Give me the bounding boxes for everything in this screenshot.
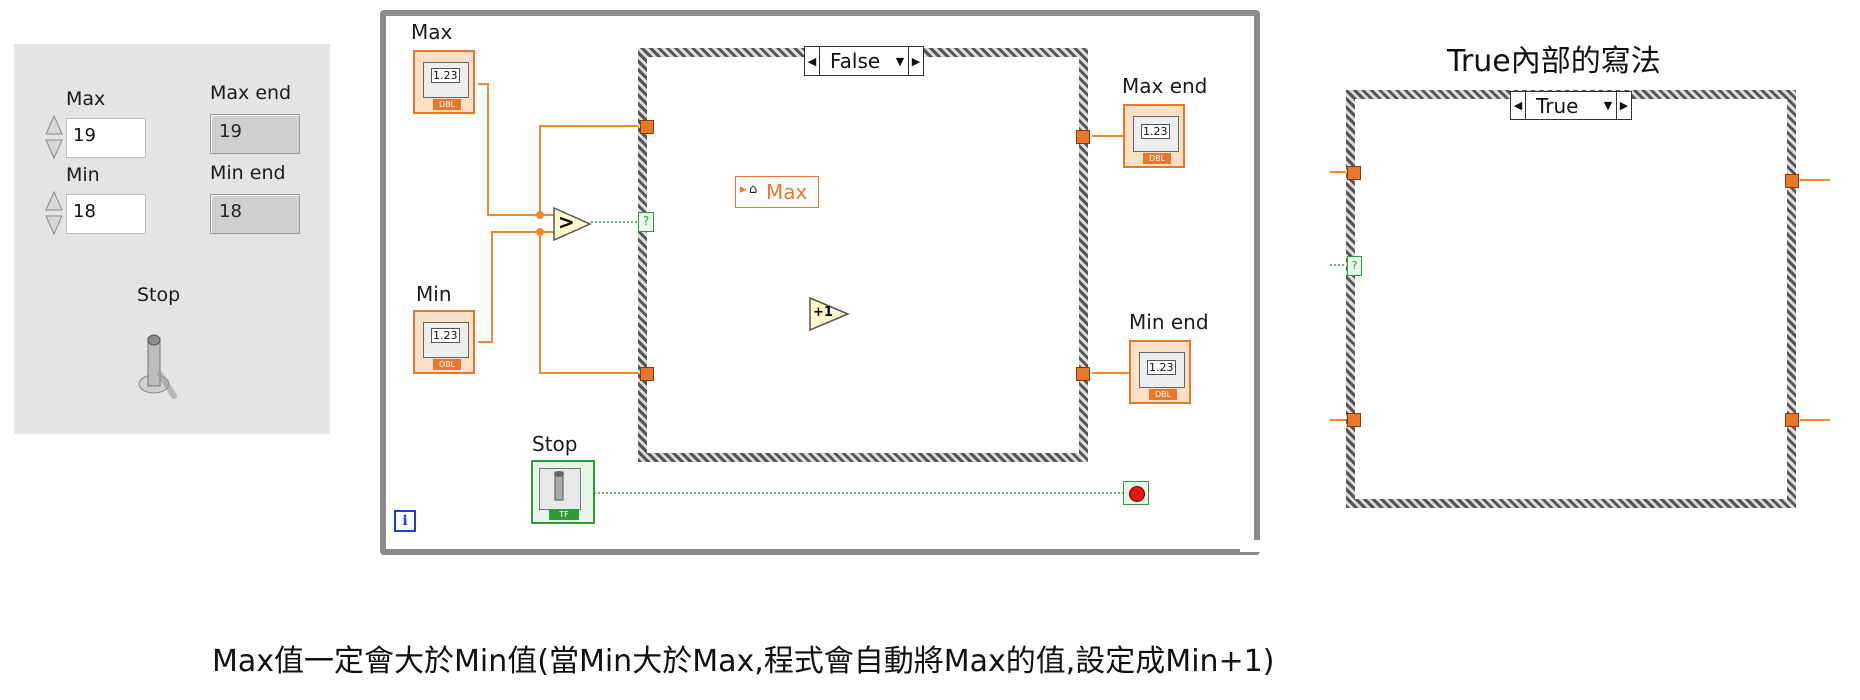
while-loop-corner-gap xyxy=(1240,540,1262,552)
true-tunnel-max-out xyxy=(1785,174,1799,188)
bd-stop-tf-tag: TF xyxy=(549,509,579,520)
max-input[interactable]: 19 xyxy=(66,118,146,158)
increment-node[interactable] xyxy=(808,296,852,332)
tunnel-max-in xyxy=(640,120,654,134)
bd-min-end-numeric-glyph: 1.23 xyxy=(1147,360,1176,375)
true-dropdown-arrow-icon[interactable]: ▼ xyxy=(1603,99,1613,112)
bd-min-label: Min xyxy=(416,282,452,306)
case-structure-true xyxy=(1346,90,1796,508)
min-control-label: Min xyxy=(66,164,100,186)
bd-min-numeric-glyph: 1.23 xyxy=(431,328,460,343)
iteration-terminal[interactable]: i xyxy=(394,510,416,532)
min-end-label: Min end xyxy=(210,162,286,184)
tunnel-max-out xyxy=(1076,130,1090,144)
bd-max-end-numeric-glyph: 1.23 xyxy=(1141,124,1170,139)
bd-stop-label: Stop xyxy=(532,432,578,456)
bd-max-end-terminal[interactable]: 1.23 DBL xyxy=(1123,104,1185,168)
bd-max-dbl-tag: DBL xyxy=(433,99,461,110)
dropdown-arrow-icon[interactable]: ▼ xyxy=(895,54,905,68)
local-variable-max[interactable]: ▸ ⌂ Max xyxy=(735,176,819,208)
bd-max-label: Max xyxy=(411,20,453,44)
bd-max-end-dbl-tag: DBL xyxy=(1143,153,1171,164)
case-selector-terminal[interactable]: ? xyxy=(638,212,654,232)
bd-min-terminal[interactable]: 1.23 DBL xyxy=(413,310,475,374)
tunnel-min-out xyxy=(1076,367,1090,381)
front-panel: Max 19 Min 18 Max end 19 Min end 18 Stop xyxy=(14,44,330,434)
max-control-label: Max xyxy=(66,88,106,110)
true-tunnel-min-in xyxy=(1347,413,1361,427)
bd-max-end-label: Max end xyxy=(1122,74,1208,98)
bd-stop-terminal[interactable]: TF xyxy=(531,460,595,524)
case-selector-label: False xyxy=(830,49,881,73)
increment-symbol: +1 xyxy=(813,305,833,320)
bd-min-end-terminal[interactable]: 1.23 DBL xyxy=(1129,340,1191,404)
bd-max-numeric-glyph: 1.23 xyxy=(431,68,460,83)
min-input[interactable]: 18 xyxy=(66,194,146,234)
caption-text: Max值一定會大於Min值(當Min大於Max,程式會自動將Max的值,設定成M… xyxy=(212,644,1275,679)
loop-condition-terminal[interactable] xyxy=(1123,481,1149,505)
stop-if-true-icon xyxy=(1129,486,1145,502)
true-case-selector-label: True xyxy=(1536,93,1579,118)
true-tunnel-min-out xyxy=(1785,413,1799,427)
true-prev-case-arrow-icon[interactable]: ◀ xyxy=(1511,92,1526,119)
case-selector-false[interactable]: ◀ False ▼ ▶ xyxy=(804,46,924,76)
house-icon: ⌂ xyxy=(749,182,758,197)
bd-max-terminal[interactable]: 1.23 DBL xyxy=(413,50,475,114)
max-end-indicator: 19 xyxy=(210,114,300,154)
while-loop xyxy=(380,10,1260,555)
toggle-switch-icon xyxy=(554,471,564,501)
bd-min-end-dbl-tag: DBL xyxy=(1149,389,1177,400)
stop-toggle-switch[interactable] xyxy=(134,334,184,400)
local-variable-label: Max xyxy=(766,180,808,204)
true-case-selector-terminal[interactable]: ? xyxy=(1347,256,1362,276)
greater-than-symbol: > xyxy=(558,210,575,234)
min-end-indicator: 18 xyxy=(210,194,300,234)
next-case-arrow-icon[interactable]: ▶ xyxy=(908,47,923,75)
true-tunnel-max-in xyxy=(1347,166,1361,180)
stop-label: Stop xyxy=(137,284,181,306)
max-increment-stepper[interactable] xyxy=(44,114,64,160)
true-case-title: True內部的寫法 xyxy=(1447,44,1661,79)
min-increment-stepper[interactable] xyxy=(44,190,64,236)
bd-min-dbl-tag: DBL xyxy=(433,359,461,370)
case-selector-true[interactable]: ◀ True ▼ ▶ xyxy=(1510,91,1632,120)
prev-case-arrow-icon[interactable]: ◀ xyxy=(805,47,820,75)
tunnel-min-in xyxy=(640,367,654,381)
bd-min-end-label: Min end xyxy=(1129,310,1209,334)
greater-than-node[interactable] xyxy=(552,206,592,242)
case-structure-false xyxy=(638,48,1088,462)
local-variable-arrow-icon: ▸ xyxy=(740,182,747,197)
true-next-case-arrow-icon[interactable]: ▶ xyxy=(1616,92,1631,119)
max-end-label: Max end xyxy=(210,82,292,104)
